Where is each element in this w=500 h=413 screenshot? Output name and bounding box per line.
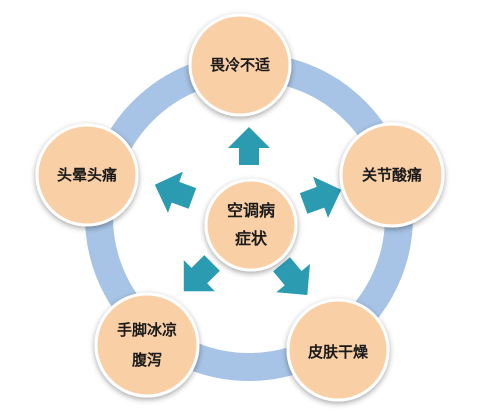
center-node bbox=[204, 178, 298, 272]
arrow-down-left bbox=[183, 255, 220, 292]
node-bottom-right bbox=[286, 298, 390, 402]
arrow-down-right bbox=[273, 257, 310, 295]
arrow-up bbox=[228, 127, 270, 165]
arrow-right bbox=[299, 176, 342, 218]
arrow-left bbox=[154, 171, 197, 213]
node-left bbox=[35, 123, 139, 227]
arrows bbox=[154, 127, 342, 295]
node-top bbox=[188, 13, 292, 117]
node-right bbox=[339, 122, 445, 228]
node-bottom-left bbox=[94, 292, 200, 398]
